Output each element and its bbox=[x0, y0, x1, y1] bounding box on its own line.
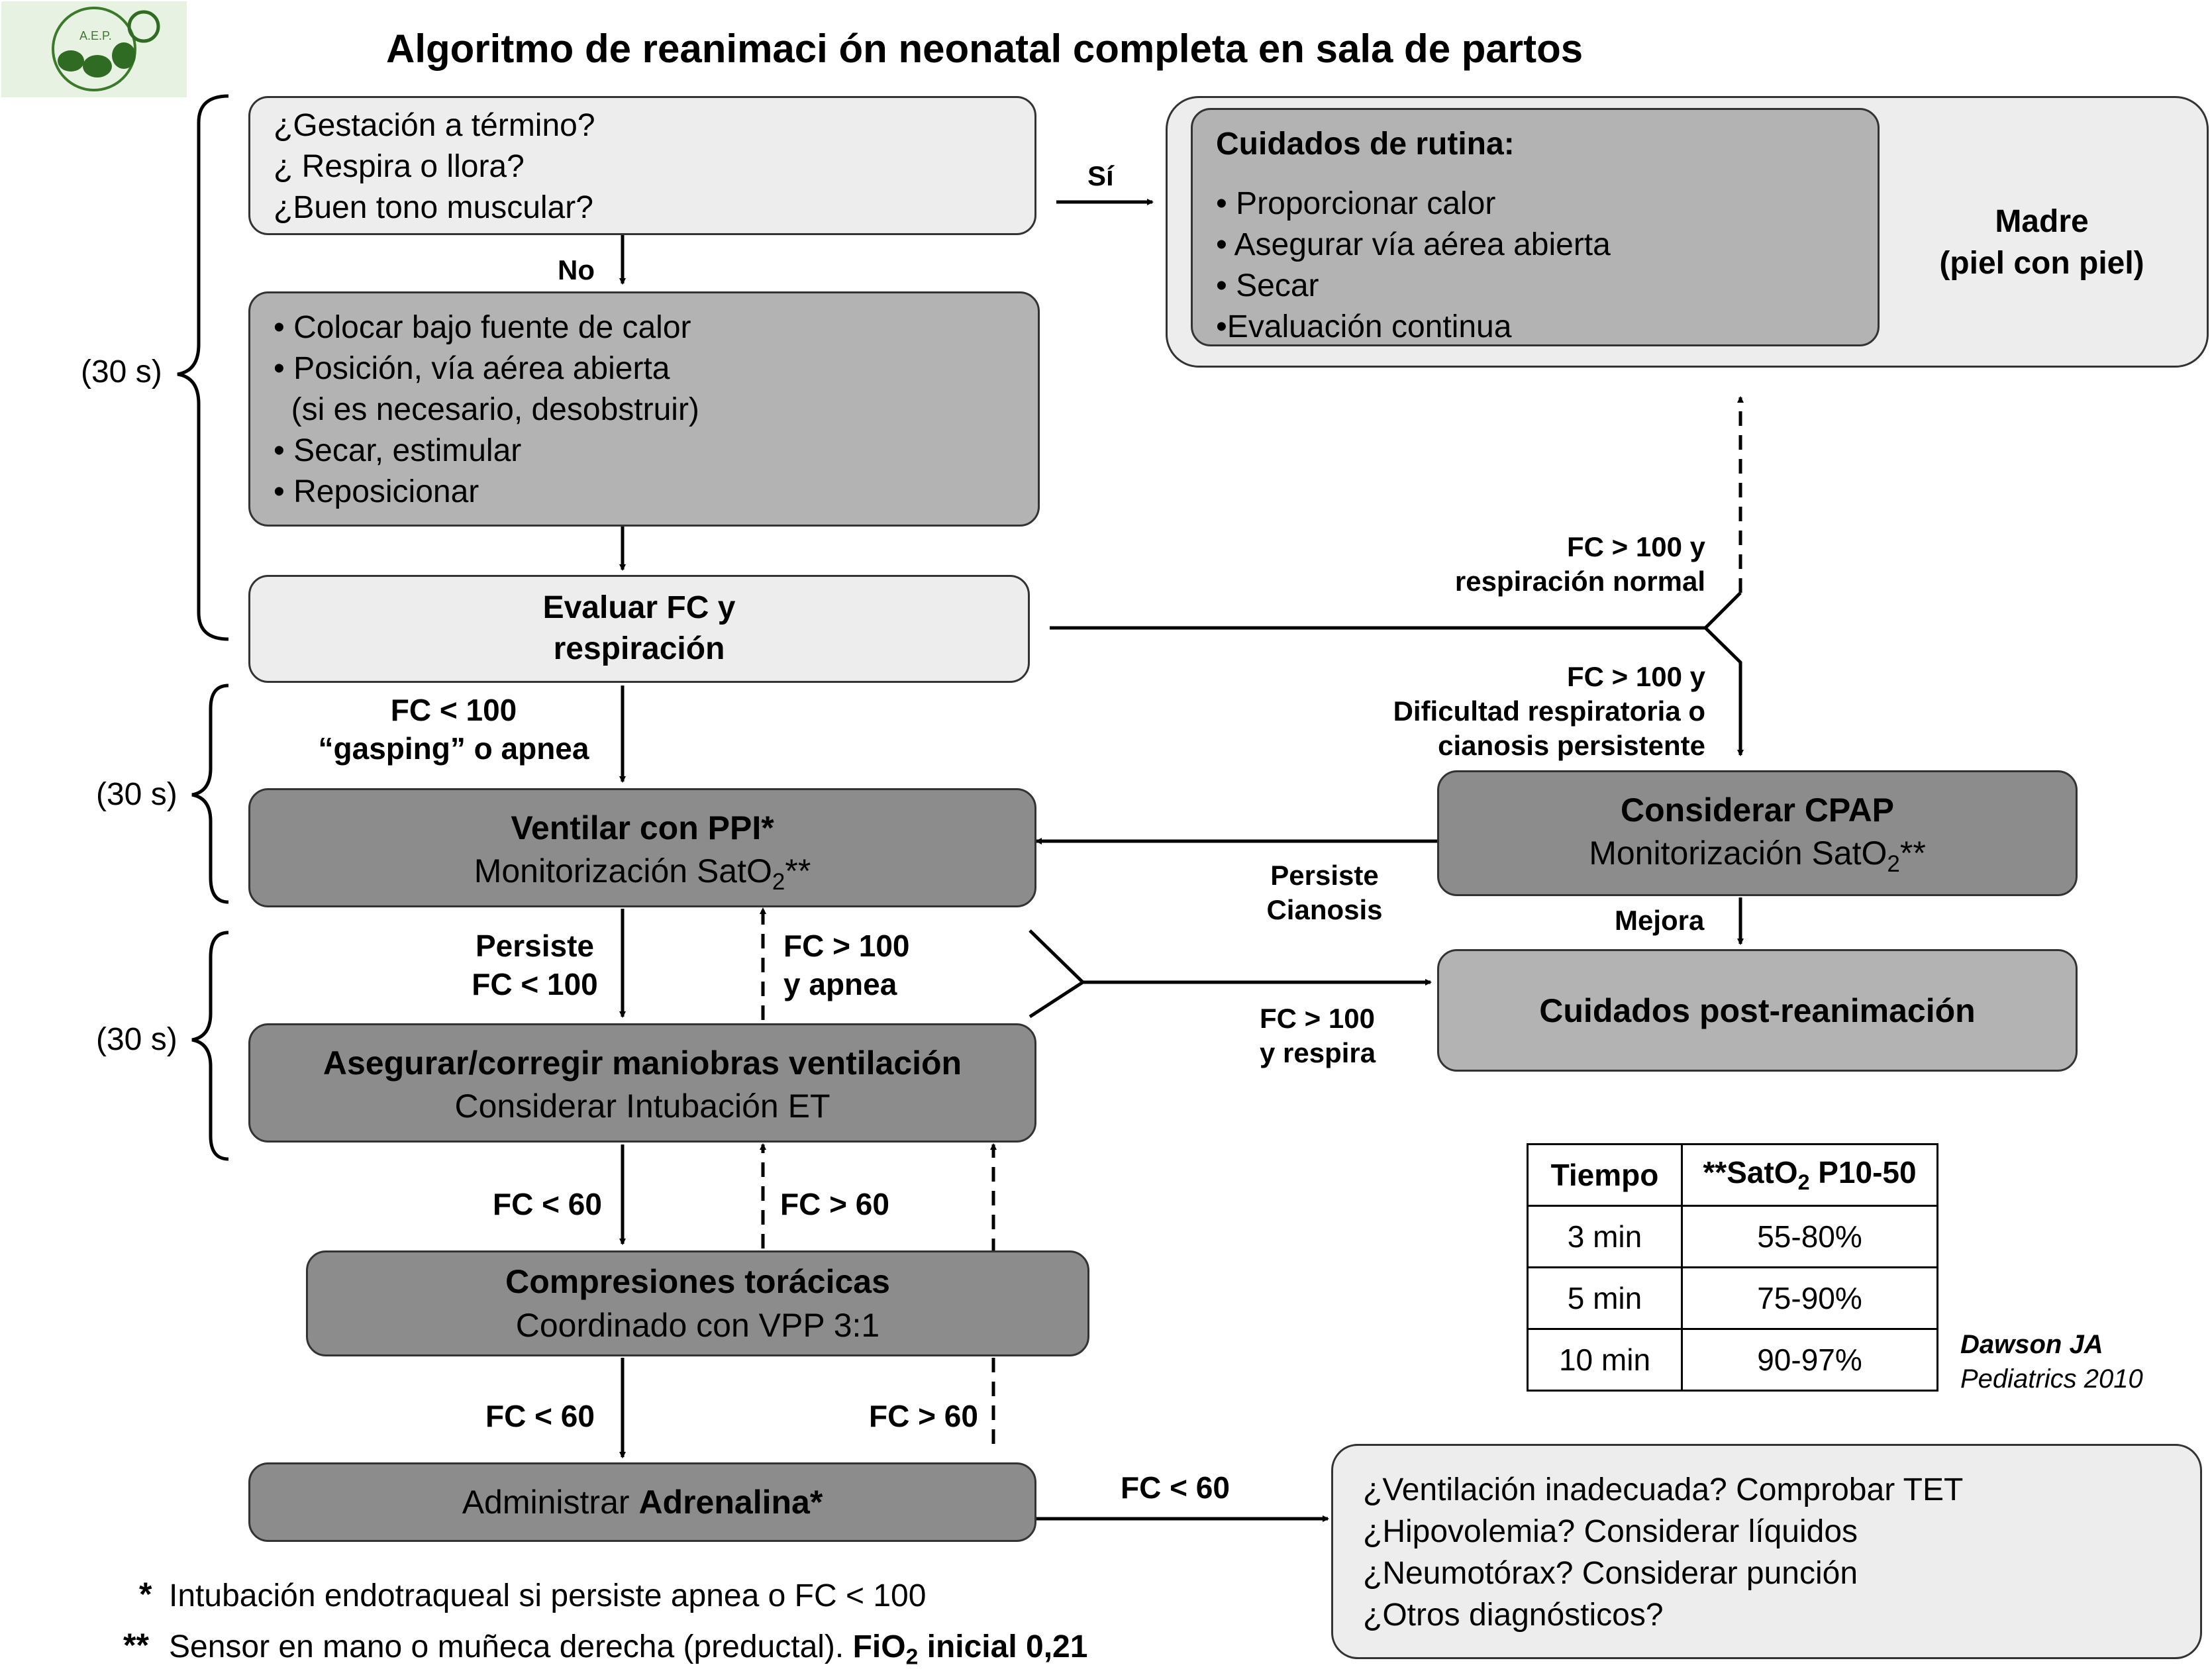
label-persiste-cianosis-1: Persiste bbox=[1270, 860, 1379, 891]
label-fc60-c: FC < 60 bbox=[1121, 1470, 1230, 1505]
ventilate-box: Ventilar con PPI* Monitorización SatO2** bbox=[248, 788, 1036, 907]
routine-item-4: •Evaluación continua bbox=[1216, 309, 1512, 344]
assessment-box: ¿Gestación a término? ¿ Respira o llora?… bbox=[248, 96, 1036, 235]
post-resuscitation-text: Cuidados post-reanimación bbox=[1539, 992, 1976, 1029]
label-persiste-fc-1: Persiste bbox=[475, 929, 594, 963]
routine-care-title: Cuidados de rutina: bbox=[1216, 127, 1515, 162]
evaluate-line1: Evaluar FC y bbox=[542, 590, 736, 625]
label-mejora: Mejora bbox=[1615, 905, 1705, 936]
bracket-label-3: (30 s) bbox=[96, 1022, 177, 1057]
post-resuscitation-box: Cuidados post-reanimación bbox=[1437, 949, 2078, 1072]
check-2: ¿Hipovolemia? Considerar líquidos bbox=[1363, 1514, 1858, 1549]
bracket-label-1: (30 s) bbox=[81, 354, 162, 389]
check-1: ¿Ventilación inadecuada? Comprobar TET bbox=[1363, 1472, 1964, 1507]
initial-step-2b: (si es necesario, desobstruir) bbox=[274, 392, 699, 427]
bracket-2 bbox=[191, 684, 229, 904]
header-sat: **SatO2 P10-50 bbox=[1681, 1143, 1938, 1207]
table-cell: 5 min bbox=[1527, 1266, 1683, 1330]
label-fc60-up-b: FC > 60 bbox=[869, 1399, 978, 1433]
check-4: ¿Otros diagnósticos? bbox=[1363, 1598, 1664, 1633]
label-fc60-b: FC < 60 bbox=[485, 1399, 595, 1433]
initial-step-4: • Reposicionar bbox=[274, 474, 479, 509]
page-title: Algoritmo de reanimaci ón neonatal compl… bbox=[386, 26, 1584, 71]
adrenaline-box: Administrar Adrenalina* bbox=[248, 1462, 1036, 1542]
assessment-q3: ¿Buen tono muscular? bbox=[274, 190, 593, 225]
label-fc60-a: FC < 60 bbox=[493, 1187, 602, 1221]
bracket-label-2: (30 s) bbox=[96, 777, 177, 812]
routine-item-3: • Secar bbox=[1216, 268, 1319, 303]
mother-label: Madre bbox=[1995, 204, 2089, 239]
initial-step-3: • Secar, estimular bbox=[274, 433, 522, 468]
bracket-1 bbox=[177, 94, 229, 641]
routine-care-box: Cuidados de rutina: • Proporcionar calor… bbox=[1191, 108, 1880, 346]
footnote-1-text: Intubación endotraqueal si persiste apne… bbox=[169, 1578, 927, 1613]
reference-journal: Pediatrics 2010 bbox=[1960, 1364, 2143, 1394]
logo-text: A.E.P. bbox=[79, 29, 112, 42]
initial-step-2: • Posición, vía aérea abierta bbox=[274, 351, 670, 386]
label-fc100-1: FC < 100 bbox=[390, 693, 517, 727]
label-difficulty-1: FC > 100 y bbox=[1567, 661, 1705, 692]
compressions-line2: Coordinado con VPP 3:1 bbox=[515, 1307, 880, 1344]
assessment-q2: ¿ Respira o llora? bbox=[274, 149, 525, 184]
routine-item-1: • Proporcionar calor bbox=[1216, 186, 1496, 221]
footnote-2-text: Sensor en mano o muñeca derecha (preduct… bbox=[169, 1629, 1088, 1670]
table-cell: 10 min bbox=[1527, 1328, 1683, 1392]
footnote-1-mark: * bbox=[139, 1576, 152, 1613]
table-cell: 75-90% bbox=[1681, 1266, 1938, 1330]
assessment-q1: ¿Gestación a término? bbox=[274, 108, 595, 143]
ventilate-line2: Monitorización SatO2** bbox=[474, 852, 811, 895]
cpap-line1: Considerar CPAP bbox=[1620, 791, 1895, 829]
label-fc100-2: “gasping” o apnea bbox=[318, 731, 589, 766]
compressions-line1: Compresiones torácicas bbox=[505, 1263, 890, 1300]
check-3: ¿Neumotórax? Considerar punción bbox=[1363, 1556, 1858, 1591]
table-cell: 55-80% bbox=[1681, 1205, 1938, 1268]
evaluate-box: Evaluar FC y respiración bbox=[248, 575, 1030, 683]
routine-care-container: Cuidados de rutina: • Proporcionar calor… bbox=[1166, 96, 2209, 368]
saturation-table: Tiempo **SatO2 P10-50 3 min 55-80% 5 min… bbox=[1527, 1143, 1938, 1392]
logo-graphic bbox=[52, 7, 160, 91]
saturation-header-row: Tiempo **SatO2 P10-50 bbox=[1527, 1143, 1938, 1207]
label-difficulty-3: cianosis persistente bbox=[1438, 730, 1705, 761]
label-apnea-2: y apnea bbox=[783, 967, 897, 1001]
label-persiste-fc-2: FC < 100 bbox=[472, 967, 598, 1001]
differential-checks-box: ¿Ventilación inadecuada? Comprobar TET ¿… bbox=[1331, 1444, 2202, 1659]
logo: A.E.P. bbox=[1, 1, 187, 97]
label-si: Sí bbox=[1087, 160, 1114, 191]
table-row: 10 min 90-97% bbox=[1527, 1328, 1938, 1392]
evaluate-line2: respiración bbox=[553, 631, 725, 666]
table-cell: 90-97% bbox=[1681, 1328, 1938, 1392]
cpap-line2: Monitorización SatO2** bbox=[1589, 835, 1926, 877]
label-no: No bbox=[558, 254, 595, 285]
cpap-box: Considerar CPAP Monitorización SatO2** bbox=[1437, 770, 2078, 896]
label-respira-2: y respira bbox=[1260, 1037, 1376, 1068]
label-normal-2: respiración normal bbox=[1454, 566, 1705, 597]
footnote-2-mark: ** bbox=[123, 1627, 149, 1664]
header-time: Tiempo bbox=[1527, 1143, 1683, 1207]
ensure-line2: Considerar Intubación ET bbox=[454, 1088, 830, 1125]
label-persiste-cianosis-2: Cianosis bbox=[1266, 894, 1383, 925]
initial-steps-box: • Colocar bajo fuente de calor • Posició… bbox=[248, 291, 1040, 527]
label-difficulty-2: Dificultad respiratoria o bbox=[1393, 695, 1705, 727]
label-respira-1: FC > 100 bbox=[1260, 1003, 1375, 1034]
ensure-ventilation-box: Asegurar/corregir maniobras ventilación … bbox=[248, 1023, 1036, 1143]
chest-compressions-box: Compresiones torácicas Coordinado con VP… bbox=[306, 1250, 1089, 1356]
ensure-line1: Asegurar/corregir maniobras ventilación bbox=[323, 1044, 962, 1082]
routine-item-2: • Asegurar vía aérea abierta bbox=[1216, 227, 1611, 262]
table-row: 3 min 55-80% bbox=[1527, 1205, 1938, 1268]
reference-author: Dawson JA bbox=[1960, 1330, 2103, 1359]
ventilate-line1: Ventilar con PPI* bbox=[511, 809, 774, 846]
initial-step-1: • Colocar bajo fuente de calor bbox=[274, 310, 691, 345]
table-row: 5 min 75-90% bbox=[1527, 1266, 1938, 1330]
label-apnea-1: FC > 100 bbox=[783, 929, 910, 963]
adrenaline-text: Administrar Adrenalina* bbox=[462, 1484, 823, 1521]
skin-to-skin-label: (piel con piel) bbox=[1939, 246, 2144, 281]
table-cell: 3 min bbox=[1527, 1205, 1683, 1268]
label-normal-1: FC > 100 y bbox=[1567, 531, 1705, 562]
bracket-3 bbox=[191, 931, 229, 1161]
label-fc60-up-a: FC > 60 bbox=[780, 1187, 889, 1221]
